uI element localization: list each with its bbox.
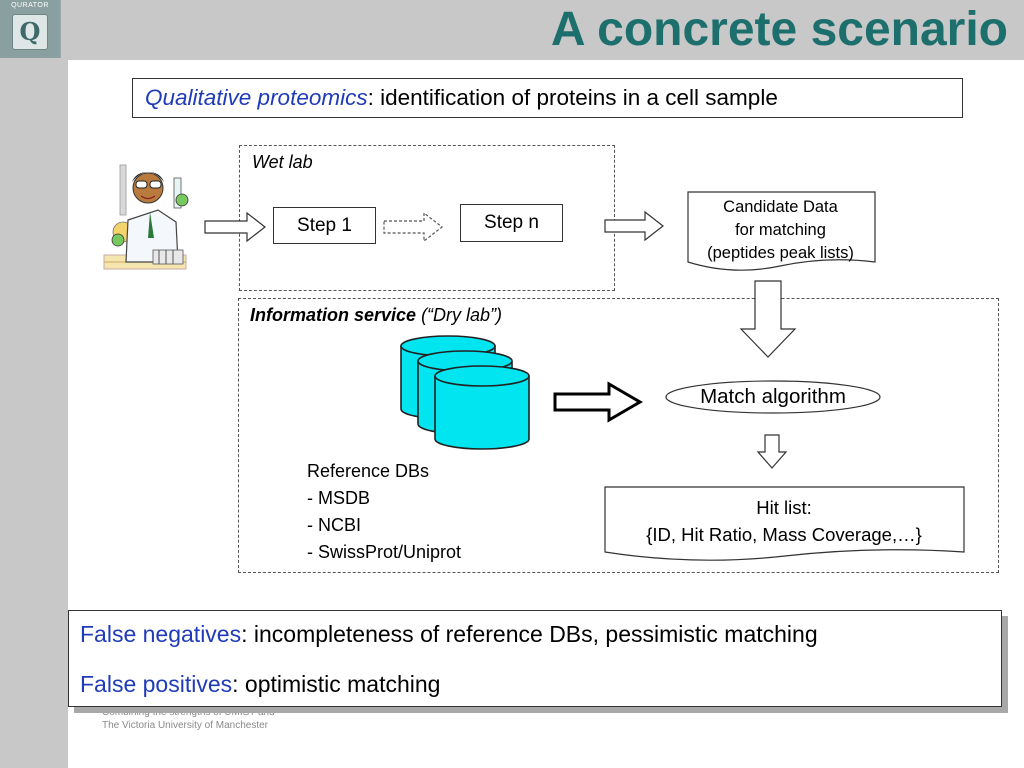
- qurator-logo: QURATOR Q: [0, 0, 61, 58]
- false-negatives-line: False negatives: incompleteness of refer…: [80, 621, 818, 648]
- reference-dbs-list: Reference DBs - MSDB - NCBI - SwissProt/…: [307, 458, 461, 566]
- reference-databases-icon: [400, 335, 530, 450]
- dashed-arrow-step1-to-stepn: [383, 211, 443, 243]
- hit-list-document: [604, 486, 965, 561]
- logo-q-icon: Q: [12, 14, 48, 50]
- footer-text: Combining the strengths of UMIST and The…: [102, 706, 275, 732]
- footer-line-1: Combining the strengths of UMIST and: [102, 707, 275, 718]
- arrow-db-to-match: [553, 381, 643, 423]
- arrow-match-to-hitlist: [756, 434, 788, 469]
- candidate-line-2: for matching: [735, 221, 826, 239]
- reference-db-item: - SwissProt/Uniprot: [307, 542, 462, 562]
- footer-line-2: The Victoria University of Manchester: [102, 720, 268, 731]
- hit-list-text: Hit list: {ID, Hit Ratio, Mass Coverage,…: [605, 494, 963, 548]
- notes-box: False negatives: incompleteness of refer…: [68, 610, 1002, 707]
- scientist-icon: [103, 164, 189, 270]
- match-algorithm-label: Match algorithm: [700, 385, 846, 408]
- step-1-box: Step 1: [273, 207, 376, 244]
- false-positives-term: False positives: [80, 671, 233, 697]
- reference-db-item: - MSDB: [307, 488, 370, 508]
- reference-db-item: - NCBI: [307, 515, 361, 535]
- arrow-candidate-to-match: [739, 280, 797, 358]
- arrow-to-step1: [204, 211, 266, 243]
- false-negatives-term: False negatives: [80, 621, 242, 647]
- step-n-box: Step n: [460, 204, 563, 242]
- wet-lab-label: Wet lab: [252, 152, 313, 172]
- reference-dbs-title: Reference DBs: [307, 461, 430, 481]
- false-positives-text: : optimistic matching: [232, 671, 441, 697]
- hit-list-line-1: Hit list:: [756, 497, 812, 518]
- info-label-rest: (“Dry lab”): [416, 305, 503, 325]
- information-service-label: Information service (“Dry lab”): [250, 305, 502, 326]
- candidate-data-document: [687, 191, 876, 271]
- top-bar: [0, 0, 1024, 60]
- logo-text: QURATOR: [11, 2, 49, 9]
- hit-list-line-2: {ID, Hit Ratio, Mass Coverage,…}: [646, 524, 922, 545]
- arrow-to-candidate: [604, 210, 664, 242]
- match-algorithm-ellipse: [665, 380, 881, 414]
- left-sidebar: [0, 0, 68, 768]
- false-positives-line: False positives: optimistic matching: [80, 671, 440, 698]
- subtitle-box: Qualitative proteomics: identification o…: [132, 78, 963, 118]
- information-service-region: [238, 298, 999, 573]
- candidate-line-3: (peptides peak lists): [707, 244, 854, 262]
- candidate-data-text: Candidate Data for matching (peptides pe…: [688, 196, 873, 265]
- candidate-line-1: Candidate Data: [723, 198, 838, 216]
- wet-lab-region: [239, 145, 615, 291]
- subtitle-term: Qualitative proteomics: [145, 85, 368, 110]
- slide-title: A concrete scenario: [550, 3, 1008, 56]
- subtitle-rest: : identification of proteins in a cell s…: [367, 85, 778, 110]
- info-label-bold: Information service: [250, 305, 417, 325]
- false-negatives-text: : incompleteness of reference DBs, pessi…: [241, 621, 818, 647]
